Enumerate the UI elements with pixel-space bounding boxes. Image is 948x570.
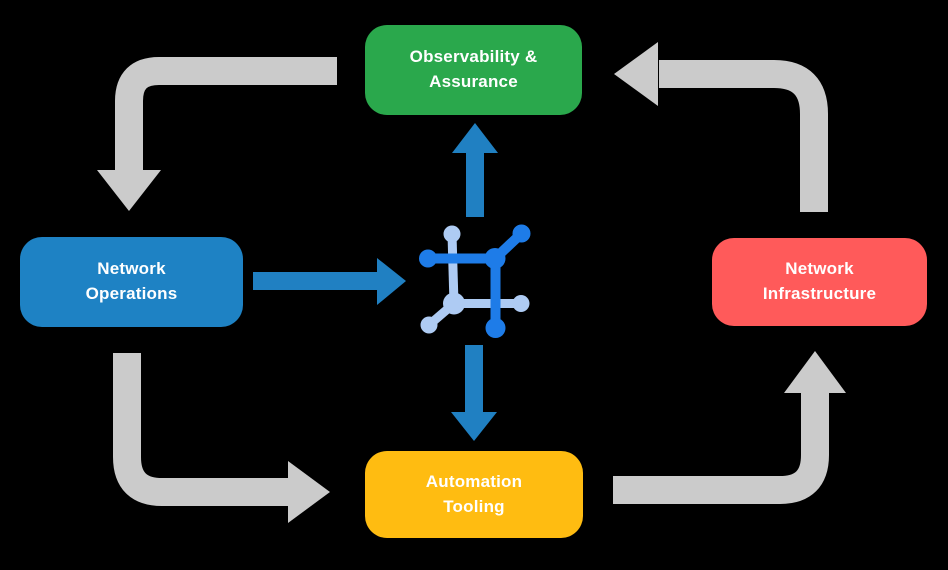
node-label-line: Infrastructure [762, 284, 877, 303]
node-label-line: Assurance [429, 72, 518, 91]
node-label-line: Network [97, 259, 166, 279]
cycle-arrow-automation-to-infrastructure [613, 351, 846, 504]
flow-arrow-center-to-automation [451, 345, 497, 441]
node-network-infrastructure: Network Infrastructure [712, 238, 927, 326]
node-label-line: Tooling [443, 496, 505, 516]
cycle-arrow-observability-to-operations [97, 57, 337, 211]
node-network-operations: Network Operations [20, 237, 243, 327]
flow-arrow-operations-to-center [253, 258, 406, 305]
node-label-line: Automation [425, 471, 523, 491]
node-label-line: Observability & [409, 47, 538, 67]
network-automation-icon [419, 224, 531, 338]
node-label-line: Operations [85, 284, 178, 303]
node-automation-tooling: Automation Tooling [365, 451, 583, 538]
cycle-arrow-infrastructure-to-observability [614, 42, 828, 212]
node-label-line: Network [785, 259, 854, 279]
node-observability-assurance: Observability & Assurance [365, 25, 582, 115]
flow-arrow-center-to-observability [452, 123, 498, 217]
cycle-arrow-operations-to-automation [113, 353, 330, 523]
